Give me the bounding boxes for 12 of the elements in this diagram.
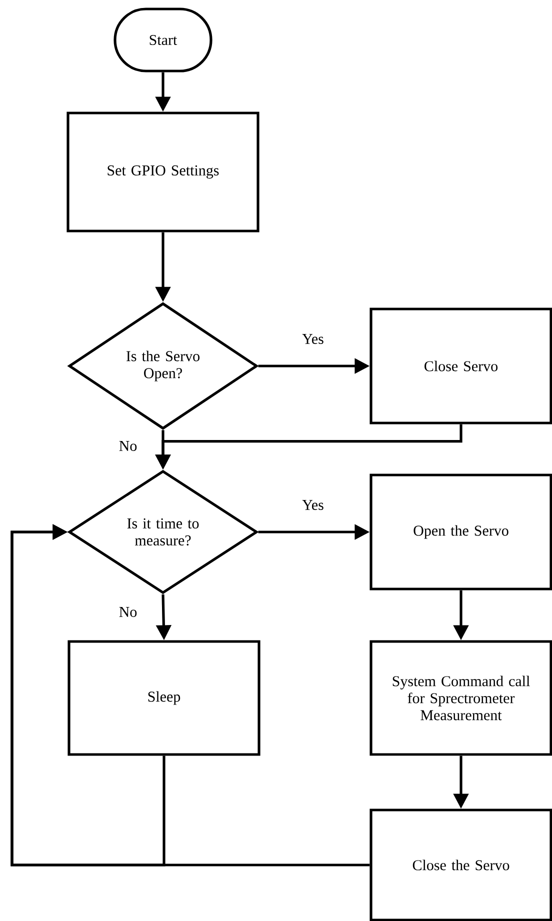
terminal-box: Start <box>114 8 212 72</box>
process-box: Close Servo <box>370 308 552 424</box>
edge-label: Yes <box>301 333 325 345</box>
edge-label: No <box>118 606 138 618</box>
arrow <box>10 524 370 866</box>
edge-label: Yes <box>301 499 325 511</box>
process-box: Set GPIO Settings <box>66 112 260 232</box>
edge-label: No <box>118 440 138 452</box>
process-box: Sleep <box>68 640 260 756</box>
process-box: System Command call for Sprectrometer Measurement <box>370 640 552 756</box>
process-box: Close the Servo <box>370 808 552 921</box>
process-box: Open the Servo <box>370 474 552 590</box>
